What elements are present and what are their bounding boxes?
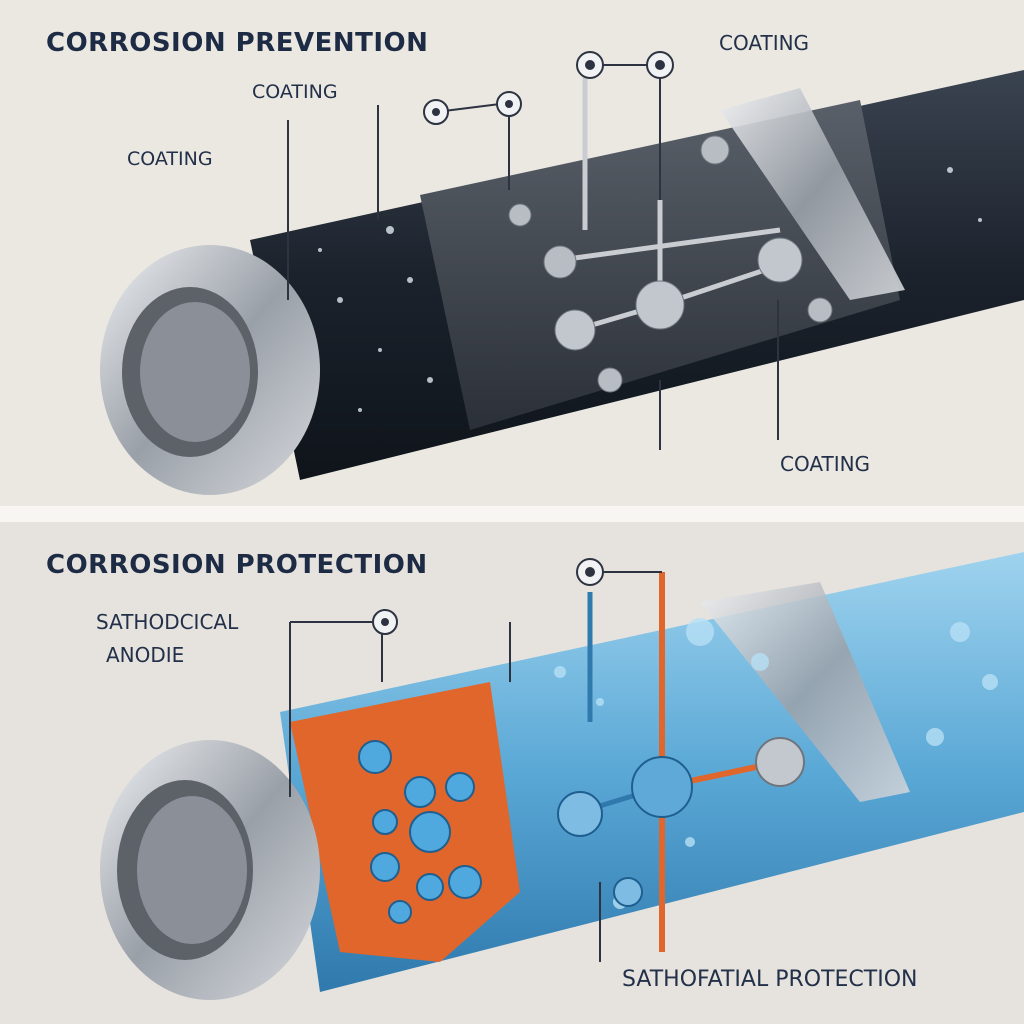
coating-label-left: COATING <box>127 148 213 170</box>
probe-marker-icons <box>424 52 673 124</box>
corrosion-prevention-panel: CORROSION PREVENTION COATING COATING COA… <box>0 0 1024 506</box>
protection-label-bottom: SATHOFATIAL PROTECTION <box>622 967 918 992</box>
cathodic-pipe-illustration <box>0 522 1024 1024</box>
panel-title: CORROSION PREVENTION <box>46 28 428 58</box>
coating-label-top-right: COATING <box>719 31 809 55</box>
panel-title: CORROSION PROTECTION <box>46 550 428 580</box>
cathodic-label-line2: ANODIE <box>106 643 184 667</box>
coating-label-upper: COATING <box>252 81 338 103</box>
panel-divider <box>0 506 1024 522</box>
corrosion-protection-panel: CORROSION PROTECTION SATHODCICAL ANODIE … <box>0 522 1024 1024</box>
coated-pipe-illustration <box>0 0 1024 506</box>
cathodic-label-line1: SATHODCICAL <box>96 610 238 634</box>
coating-label-bottom: COATING <box>780 452 870 476</box>
